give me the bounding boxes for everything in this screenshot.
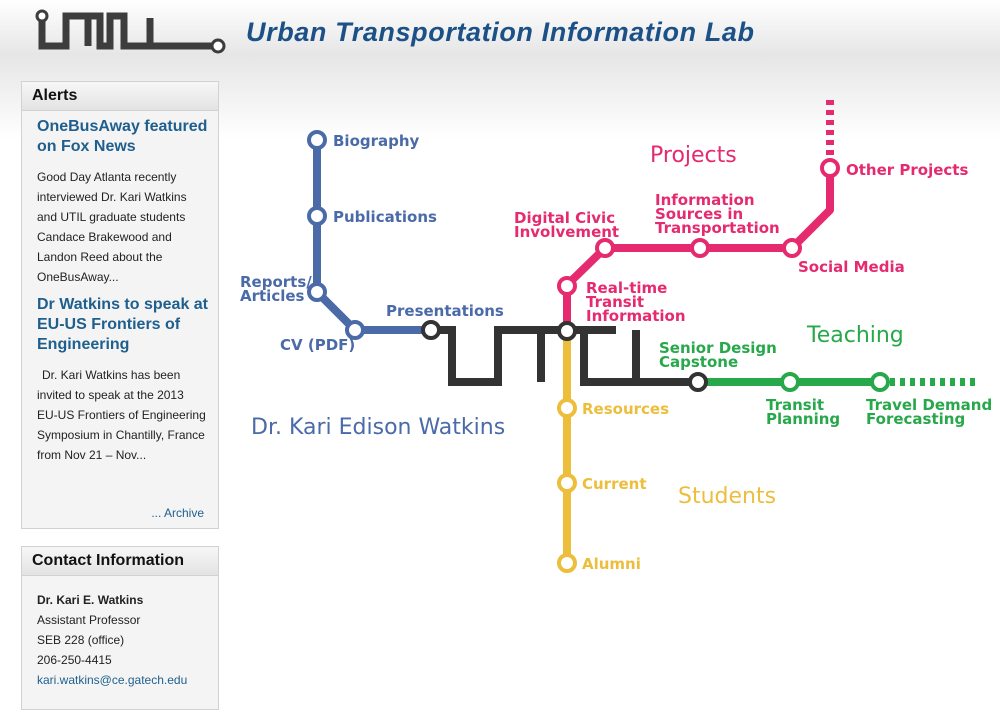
line-label-teaching[interactable]: Teaching bbox=[806, 323, 904, 348]
station-current bbox=[557, 473, 577, 493]
link-cv[interactable]: CV (PDF) bbox=[280, 336, 355, 354]
link-biography[interactable]: Biography bbox=[333, 132, 420, 150]
station-alumni bbox=[557, 553, 577, 573]
link-alumni[interactable]: Alumni bbox=[582, 555, 641, 573]
alerts-panel: Alerts OneBusAway featured on Fox News G… bbox=[21, 81, 219, 529]
contact-panel: Contact Information Dr. Kari E. Watkins … bbox=[21, 546, 219, 710]
link-transit-planning-line1[interactable]: Transit bbox=[766, 396, 824, 414]
link-senior-design-line2[interactable]: Capstone bbox=[659, 353, 738, 371]
station-senior-design bbox=[688, 372, 708, 392]
header: Urban Transportation Information Lab bbox=[0, 0, 1000, 70]
link-transit-planning-line2[interactable]: Planning bbox=[766, 410, 840, 428]
person-name-label[interactable]: Dr. Kari Edison Watkins bbox=[251, 415, 505, 440]
link-realtime-line1[interactable]: Real-time bbox=[586, 279, 667, 297]
link-senior-design-line1[interactable]: Senior Design bbox=[659, 339, 777, 357]
contact-phone: 206-250-4415 bbox=[37, 653, 112, 667]
link-info-sources-line3[interactable]: Transportation bbox=[655, 219, 780, 237]
station-transit-planning bbox=[780, 372, 800, 392]
contact-heading: Contact Information bbox=[22, 547, 218, 576]
link-digital-civic-line2[interactable]: Involvement bbox=[514, 223, 619, 241]
contact-name: Dr. Kari E. Watkins bbox=[37, 593, 144, 607]
station-biography bbox=[307, 130, 327, 150]
line-label-projects[interactable]: Projects bbox=[650, 143, 737, 168]
link-realtime-line3[interactable]: Information bbox=[586, 307, 686, 325]
station-social-media bbox=[782, 238, 802, 258]
line-label-students[interactable]: Students bbox=[678, 484, 776, 509]
link-current[interactable]: Current bbox=[582, 475, 647, 493]
station-reports bbox=[307, 282, 327, 302]
alerts-heading: Alerts bbox=[22, 82, 218, 111]
link-digital-civic-line1[interactable]: Digital Civic bbox=[514, 209, 615, 227]
station-travel-demand bbox=[870, 372, 890, 392]
archive-link[interactable]: ... Archive bbox=[151, 506, 204, 520]
link-reports-line2[interactable]: Articles bbox=[240, 287, 305, 305]
station-other-projects bbox=[820, 158, 840, 178]
link-travel-demand-line2[interactable]: Forecasting bbox=[866, 410, 965, 428]
station-presentations bbox=[421, 320, 441, 340]
station-hub bbox=[557, 321, 577, 341]
station-cv bbox=[345, 320, 365, 340]
util-line bbox=[431, 326, 698, 386]
alert-title-link[interactable]: Dr Watkins to speak at EU-US Frontiers o… bbox=[37, 296, 209, 353]
contact-office: SEB 228 (office) bbox=[37, 633, 125, 647]
link-realtime-line2[interactable]: Transit bbox=[586, 293, 644, 311]
alert-summary: Dr. Kari Watkins has been invited to spe… bbox=[37, 368, 206, 462]
link-resources[interactable]: Resources bbox=[582, 400, 669, 418]
link-info-sources-line1[interactable]: Information bbox=[655, 191, 755, 209]
link-travel-demand-line1[interactable]: Travel Demand bbox=[866, 396, 992, 414]
station-info-sources bbox=[690, 238, 710, 258]
link-presentations[interactable]: Presentations bbox=[386, 302, 504, 320]
alert-title-link[interactable]: OneBusAway featured on Fox News bbox=[37, 118, 208, 155]
station-digital-civic bbox=[595, 238, 615, 258]
contact-position: Assistant Professor bbox=[37, 613, 141, 627]
link-other-projects[interactable]: Other Projects bbox=[846, 161, 968, 179]
link-reports-line1[interactable]: Reports/ bbox=[240, 273, 312, 291]
station-realtime bbox=[557, 276, 577, 296]
station-publications bbox=[307, 206, 327, 226]
contact-details: Dr. Kari E. Watkins Assistant Professor … bbox=[22, 576, 218, 690]
link-publications[interactable]: Publications bbox=[333, 208, 437, 226]
contact-email-link[interactable]: kari.watkins@ce.gatech.edu bbox=[37, 673, 188, 687]
link-info-sources-line2[interactable]: Sources in bbox=[655, 205, 743, 223]
site-title: Urban Transportation Information Lab bbox=[246, 17, 755, 47]
station-resources bbox=[557, 398, 577, 418]
util-logo[interactable] bbox=[34, 8, 234, 58]
alert-summary: Good Day Atlanta recently interviewed Dr… bbox=[37, 170, 187, 284]
link-social-media[interactable]: Social Media bbox=[798, 258, 905, 276]
